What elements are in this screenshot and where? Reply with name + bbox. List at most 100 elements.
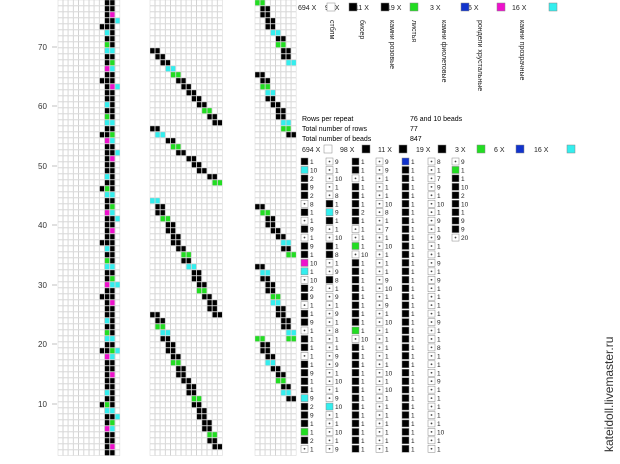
bead-count: 1 xyxy=(411,404,415,411)
bead-cell xyxy=(78,389,84,396)
bead-cell xyxy=(165,443,171,450)
bead-cell xyxy=(180,119,187,126)
bead-cell xyxy=(260,149,266,156)
bead-cell xyxy=(63,299,69,306)
bead-cell xyxy=(217,287,223,294)
bead-cell xyxy=(175,359,181,366)
bead-cell xyxy=(265,77,271,84)
bead-cell xyxy=(260,119,266,126)
bead-cell xyxy=(265,221,271,228)
bead-count: 8 xyxy=(310,201,314,208)
bead-cell xyxy=(265,107,271,114)
bead-cell xyxy=(83,323,89,330)
bead-cell xyxy=(286,167,292,174)
bead-count: 2 xyxy=(461,193,465,200)
legend-name: камни фиолетовые xyxy=(440,20,447,83)
bead-cell xyxy=(104,215,110,222)
bead-cell xyxy=(83,413,89,420)
bead-cell xyxy=(196,143,202,150)
bead-cell xyxy=(201,155,207,162)
bead-cell xyxy=(186,353,192,360)
bead-dot xyxy=(454,236,457,239)
bead-cell xyxy=(165,113,171,120)
row-number: 20 xyxy=(38,340,47,349)
bead-cell xyxy=(165,83,171,90)
bead-cell xyxy=(180,335,187,342)
bead-cell xyxy=(114,269,121,276)
bead-cell xyxy=(104,191,110,198)
bead-cell xyxy=(196,293,202,300)
bead-cell xyxy=(254,329,260,336)
bead-cell xyxy=(104,131,110,138)
bead-count: 2 xyxy=(310,176,314,183)
bead-dot xyxy=(378,245,381,247)
bead-cell xyxy=(104,329,110,336)
bead-cell xyxy=(63,83,69,90)
bead-swatch xyxy=(401,250,410,259)
bead-cell xyxy=(149,353,155,360)
bead-cell xyxy=(270,143,276,150)
bead-dot xyxy=(378,431,381,433)
bead-cell xyxy=(170,305,176,312)
bead-cell xyxy=(260,125,266,132)
bead-count: 1 xyxy=(310,303,314,310)
bead-cell xyxy=(68,209,74,216)
bead-cell xyxy=(165,353,171,360)
bead-cell xyxy=(149,5,155,12)
bead-cell xyxy=(99,269,105,276)
bead-cell xyxy=(206,353,213,360)
bead-dot xyxy=(378,371,381,374)
bead-cell xyxy=(154,173,161,180)
bead-cell xyxy=(217,41,223,48)
bead-cell xyxy=(291,239,297,246)
bead-cell xyxy=(280,41,286,48)
bead-cell xyxy=(286,77,292,84)
bead-cell xyxy=(175,281,181,288)
bead-cell xyxy=(254,5,260,12)
bead-dot xyxy=(303,219,306,222)
bead-cell xyxy=(63,155,69,162)
bead-cell xyxy=(206,251,213,258)
bead-cell xyxy=(170,113,176,120)
bead-cell xyxy=(270,77,276,84)
bead-cell xyxy=(175,287,181,294)
bead-cell xyxy=(149,227,155,234)
bead-cell xyxy=(191,353,197,360)
bead-cell xyxy=(201,221,207,228)
bead-cell xyxy=(275,5,281,12)
bead-cell xyxy=(254,275,260,282)
bead-cell xyxy=(109,293,115,300)
bead-cell xyxy=(286,0,292,6)
bead-cell xyxy=(114,209,121,216)
bead-cell xyxy=(280,83,286,90)
row-number: 70 xyxy=(38,43,47,52)
bead-count: 1 xyxy=(361,429,365,436)
bead-cell xyxy=(73,233,79,240)
bead-count: 9 xyxy=(310,184,314,191)
bead-cell xyxy=(88,233,95,240)
bead-cell xyxy=(286,443,292,450)
bead-swatch xyxy=(351,208,360,216)
bead-count: 20 xyxy=(461,235,469,242)
bead-cell xyxy=(109,389,115,396)
bead-cell xyxy=(149,113,155,120)
bead-count: 1 xyxy=(310,311,314,318)
bead-cell xyxy=(270,0,276,6)
bead-cell xyxy=(260,305,266,312)
bead-cell xyxy=(94,83,100,90)
bead-count: 1 xyxy=(335,438,339,445)
bead-cell xyxy=(275,221,281,228)
bead-cell xyxy=(83,329,89,336)
bead-cell xyxy=(254,185,260,192)
bead-cell xyxy=(160,437,166,444)
bead-cell xyxy=(186,197,192,204)
bead-cell xyxy=(114,41,121,48)
bead-cell xyxy=(286,299,292,306)
legend-swatch xyxy=(460,2,470,12)
bead-count: 9 xyxy=(335,269,339,276)
bead-cell xyxy=(88,269,95,276)
bead-cell xyxy=(201,173,207,180)
bead-cell xyxy=(160,353,166,360)
bead-cell xyxy=(170,221,176,228)
bead-cell xyxy=(109,101,115,108)
